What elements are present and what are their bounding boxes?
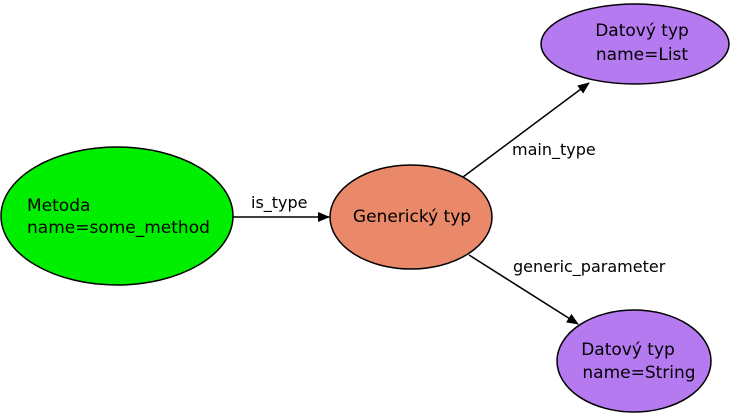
edge-label-generic-parameter: generic_parameter — [513, 257, 666, 277]
node-datovy-typ-string: Datový typ name=String — [556, 309, 712, 413]
node-genericky-typ-shape — [329, 164, 493, 270]
node-metoda-shape — [0, 146, 234, 286]
node-datovy-typ-list-shape — [540, 3, 730, 85]
node-datovy-typ-string-line2: name=String — [582, 363, 695, 383]
node-datovy-typ-list-line1: Datový typ — [595, 21, 689, 41]
edge-main-type — [462, 82, 590, 178]
edge-label-main-type: main_type — [512, 140, 596, 160]
node-genericky-typ-label: Generický typ — [353, 207, 471, 227]
node-datovy-typ-string-shape — [556, 309, 712, 413]
node-metoda-line1: Metoda — [27, 196, 90, 216]
node-datovy-typ-list-line2: name=List — [596, 45, 689, 65]
edge-generic-parameter — [468, 254, 579, 325]
node-genericky-typ: Generický typ — [329, 164, 493, 270]
node-metoda-line2: name=some_method — [27, 218, 210, 238]
node-datovy-typ-string-line1: Datový typ — [581, 340, 675, 360]
edge-label-is-type: is_type — [251, 193, 308, 213]
node-metoda: Metoda name=some_method — [0, 146, 234, 286]
node-datovy-typ-list: Datový typ name=List — [540, 3, 730, 85]
